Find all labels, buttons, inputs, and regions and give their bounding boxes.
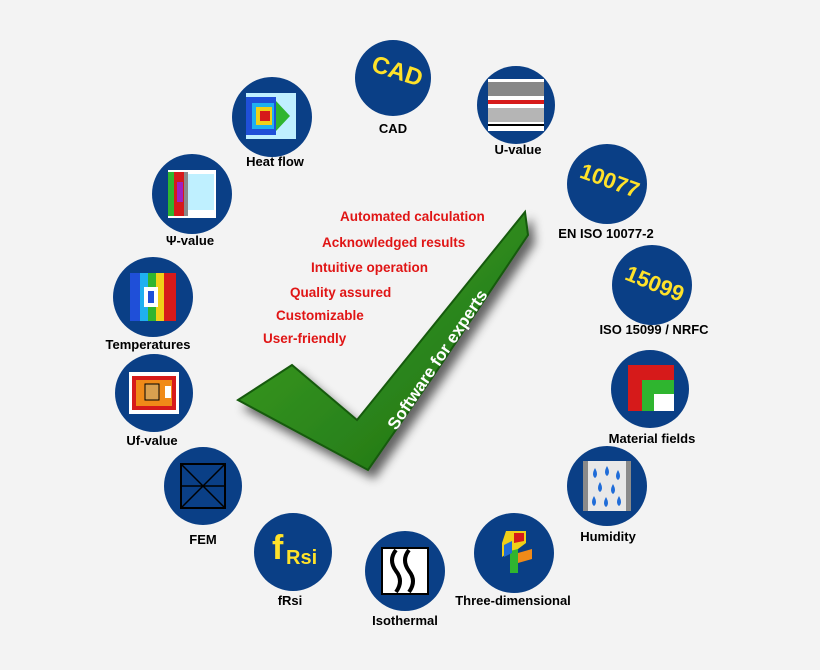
u-value-graphic (488, 79, 544, 131)
three-dimensional-graphic (502, 531, 532, 573)
fem-graphic (180, 463, 226, 509)
psi-value-icon[interactable] (152, 154, 232, 234)
heat-flow-icon[interactable] (232, 77, 312, 157)
humidity-graphic (583, 461, 631, 511)
heat-flow-graphic (246, 93, 296, 139)
module-label: Isothermal (372, 613, 438, 628)
feature-item: Automated calculation (340, 209, 485, 224)
feature-item: Customizable (276, 308, 364, 323)
cad-icon[interactable]: CAD (355, 40, 431, 116)
iso-10077-icon[interactable]: 10077 (567, 144, 647, 224)
feature-item: Acknowledged results (322, 235, 466, 250)
isothermal-graphic (381, 547, 429, 595)
module-label: Material fields (608, 431, 696, 446)
module-label: CAD (378, 121, 408, 136)
module-label: EN ISO 10077-2 (558, 226, 654, 241)
module-label: FEM (189, 532, 217, 547)
module-label: ISO 15099 / NRFC (599, 322, 709, 337)
isothermal-icon[interactable] (365, 531, 445, 611)
psi-value-graphic (168, 170, 216, 218)
frsi-icon[interactable]: f Rsi (254, 513, 332, 591)
u-value-icon[interactable] (477, 66, 555, 144)
fem-icon[interactable] (164, 447, 242, 525)
temperatures-icon[interactable] (113, 257, 193, 337)
module-label: Heat flow (246, 154, 304, 169)
module-label: fRsi (277, 593, 303, 608)
iso-10077-icon-text: 10077 (576, 158, 643, 203)
feature-item: Quality assured (290, 285, 392, 300)
module-label: Temperatures (105, 337, 191, 352)
humidity-icon[interactable] (567, 446, 647, 526)
feature-item: User-friendly (263, 331, 347, 346)
material-fields-icon[interactable] (611, 350, 689, 428)
feature-item: Intuitive operation (311, 260, 429, 275)
module-label: Humidity (580, 529, 636, 544)
material-fields-graphic (628, 365, 674, 411)
iso-15099-icon-text: 15099 (621, 260, 688, 307)
iso-15099-icon[interactable]: 15099 (612, 245, 692, 325)
three-dimensional-icon[interactable] (474, 513, 554, 593)
uf-value-graphic (129, 372, 179, 414)
module-label: Three-dimensional (455, 593, 571, 608)
module-label: Ψ-value (165, 233, 215, 248)
frsi-f-text: f (272, 529, 284, 567)
module-label: Uf-value (126, 433, 178, 448)
cad-icon-text: CAD (368, 50, 427, 93)
temperatures-graphic (130, 273, 176, 321)
module-label: U-value (494, 142, 542, 157)
frsi-sub-text: Rsi (286, 547, 318, 569)
uf-value-icon[interactable] (115, 354, 193, 432)
